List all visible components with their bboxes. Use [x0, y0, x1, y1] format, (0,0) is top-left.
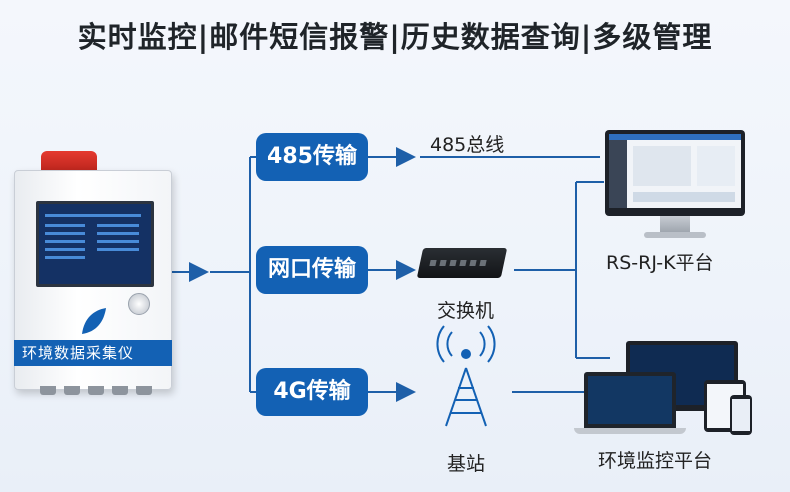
env-platform-label: 环境监控平台 — [598, 450, 713, 472]
rs-platform-label: RS-RJ-K平台 — [606, 252, 714, 274]
monitor-base — [644, 232, 706, 238]
laptop-base — [574, 428, 686, 434]
leaf-logo-icon — [82, 308, 106, 334]
device-screen — [36, 201, 154, 287]
laptop-icon — [584, 372, 676, 428]
page-title: 实时监控|邮件短信报警|历史数据查询|多级管理 — [77, 20, 713, 54]
base-station-label: 基站 — [447, 453, 486, 475]
monitor-stand — [660, 216, 690, 234]
transmission-4g-pill: 4G传输 — [256, 368, 368, 416]
device-power-knob-icon — [128, 293, 150, 315]
rs-platform-monitor-icon — [605, 130, 745, 216]
switch-label: 交换机 — [437, 300, 495, 322]
base-station-antenna-icon — [461, 349, 471, 359]
device-name-band: 环境数据采集仪 — [14, 340, 172, 366]
transmission-net-pill: 网口传输 — [256, 246, 368, 294]
base-station-tower-icon — [436, 325, 496, 427]
phone-icon — [730, 395, 752, 435]
network-switch-icon — [416, 248, 508, 278]
transmission-485-pill: 485传输 — [256, 133, 368, 181]
bus-485-label: 485总线 — [430, 134, 505, 156]
